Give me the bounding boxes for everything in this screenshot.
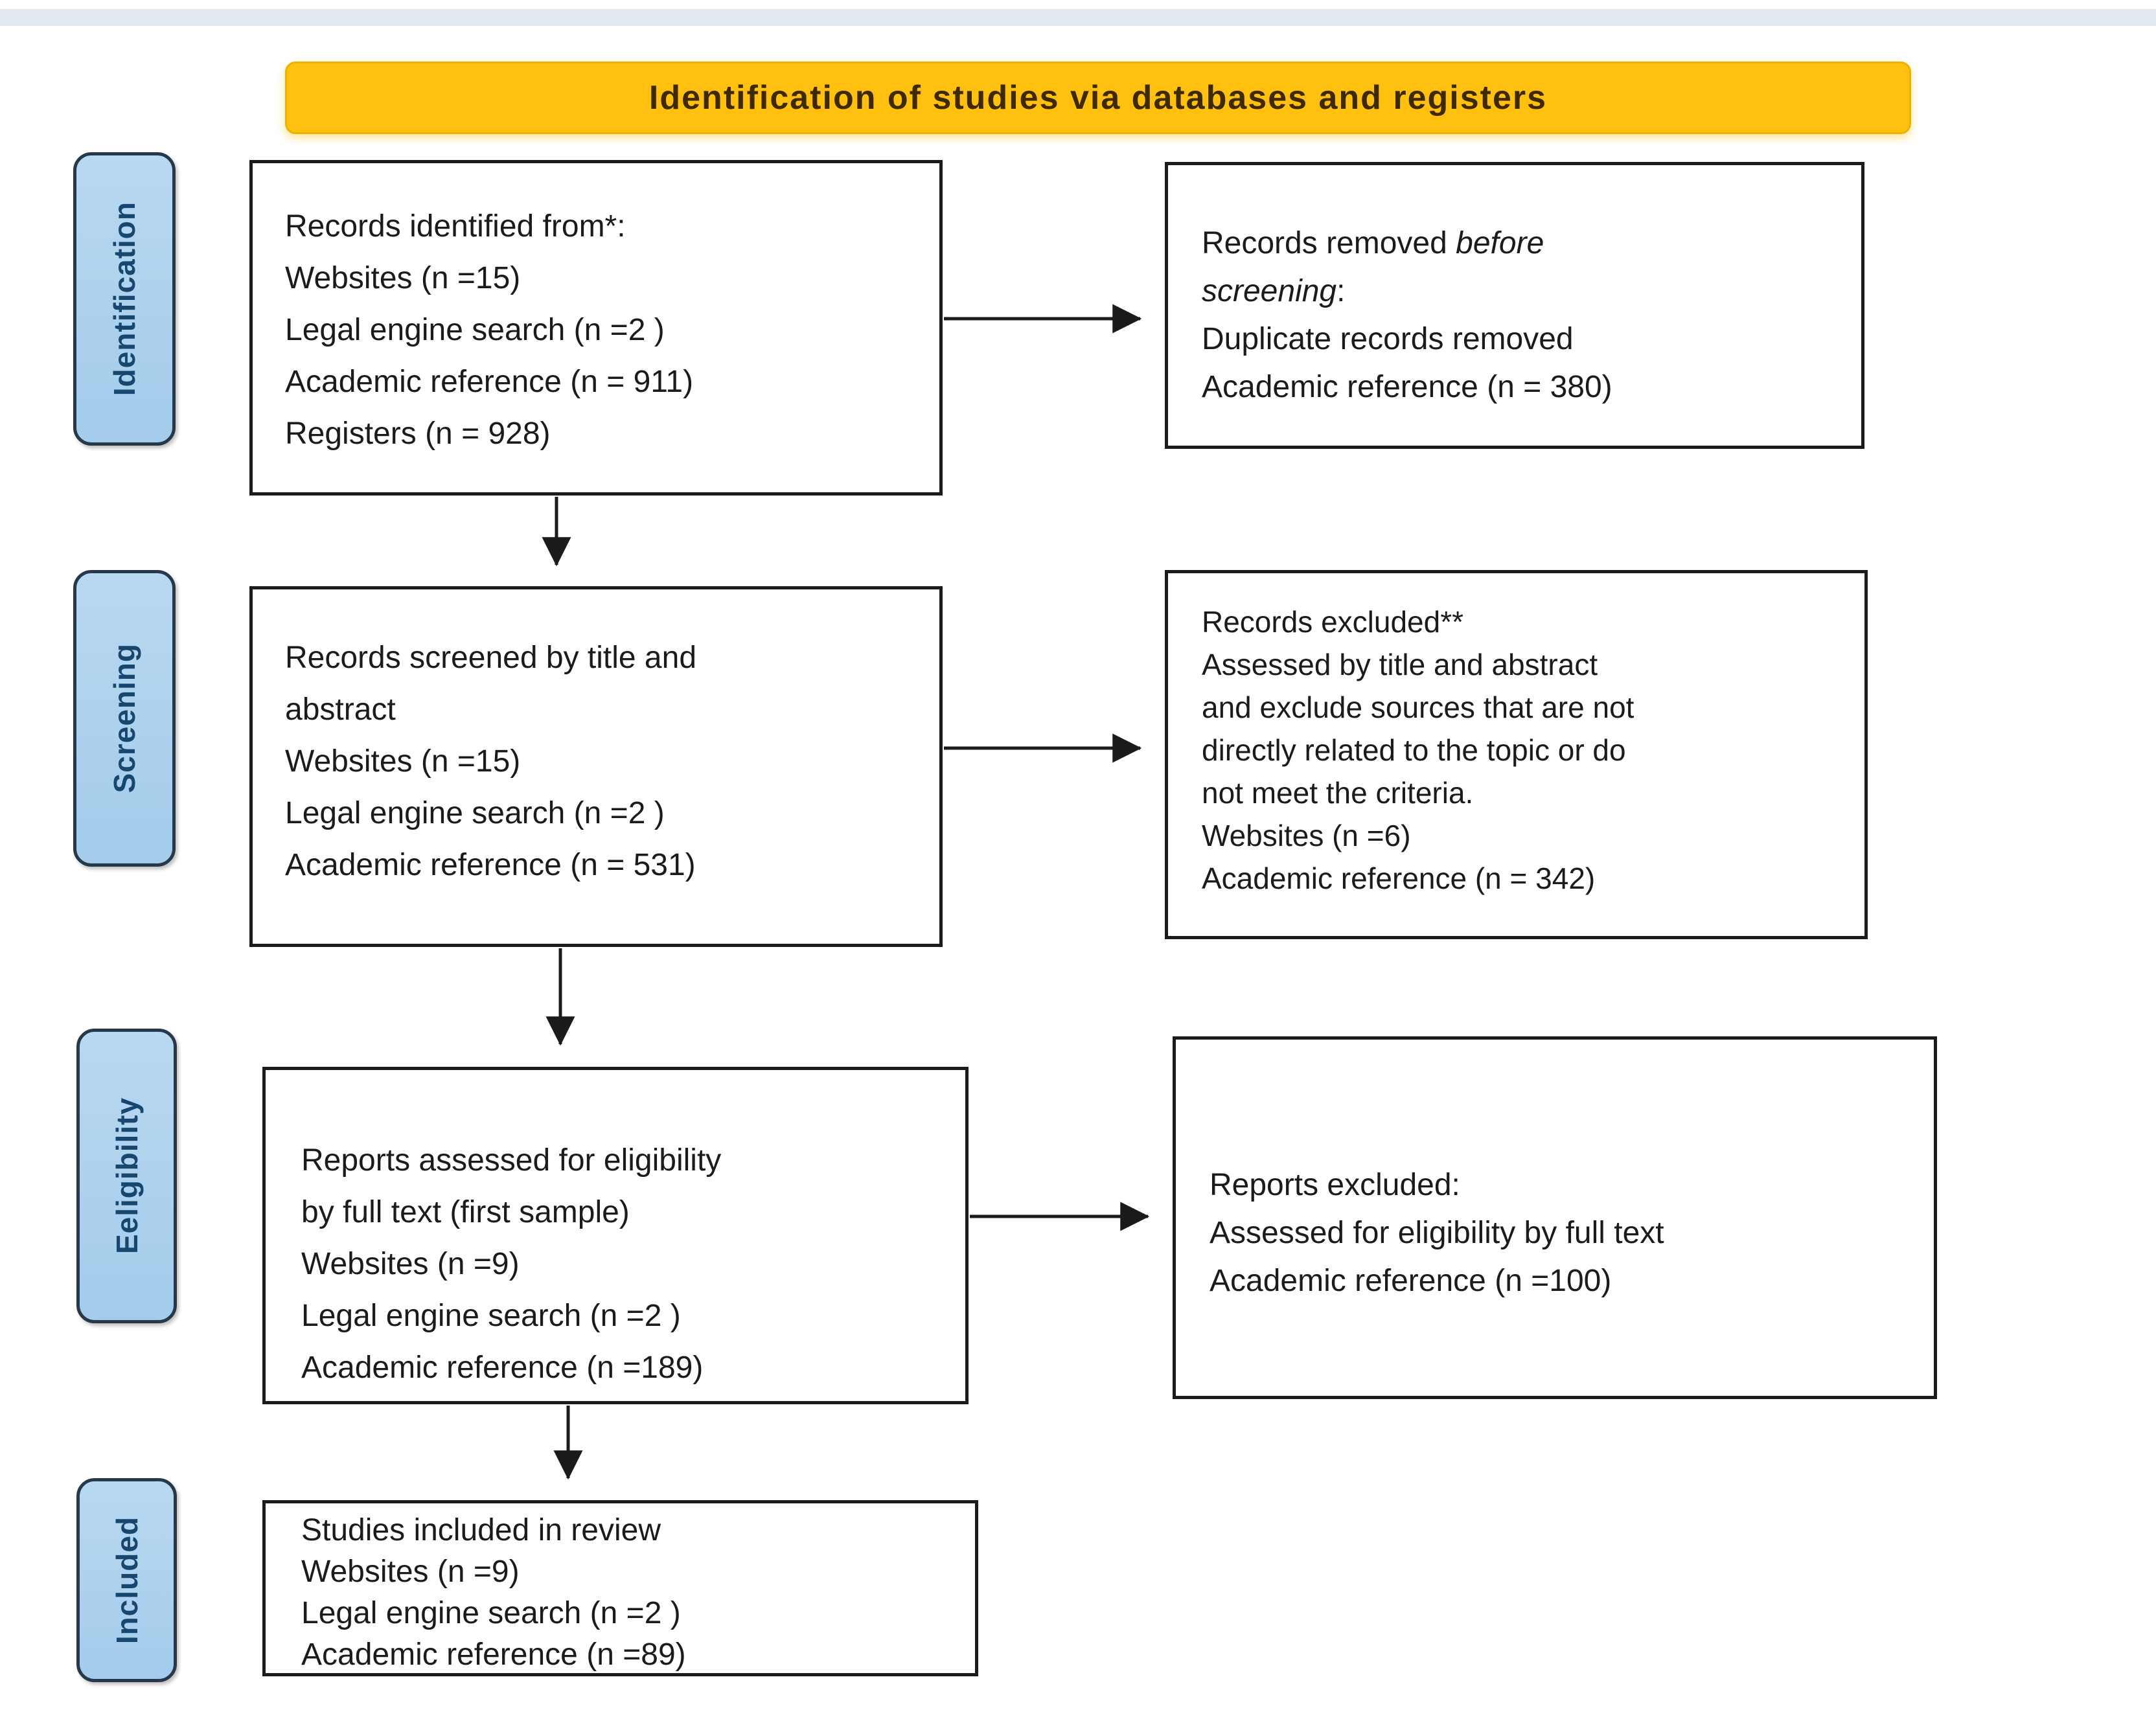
text-line: Reports excluded:	[1210, 1168, 1460, 1202]
text-line: Legal engine search (n =2 )	[301, 1596, 681, 1630]
text-line: Academic reference (n = 531)	[285, 848, 696, 882]
stage-label: Identification	[108, 201, 141, 396]
text-line: Records screened by title and	[285, 641, 697, 675]
text-run: :	[1336, 274, 1346, 308]
text-line: Websites (n =9)	[301, 1247, 520, 1281]
text-line: not meet the criteria.	[1202, 776, 1474, 810]
stage-chip-eligibility: Eeligibility	[76, 1029, 177, 1323]
box-records-removed-before-screening: Records removed before screening: Duplic…	[1165, 162, 1864, 449]
text-line: abstract	[285, 692, 396, 727]
text-line: and exclude sources that are not	[1202, 690, 1634, 724]
text-line: Academic reference (n = 342)	[1202, 861, 1596, 895]
text-line: Legal engine search (n =2 )	[285, 796, 665, 830]
text-line: Academic reference (n =89)	[301, 1637, 686, 1672]
text-run-italic: screening	[1202, 274, 1337, 308]
text-line: by full text (first sample)	[301, 1195, 630, 1229]
banner-title: Identification of studies via databases …	[285, 62, 1911, 134]
box-studies-included: Studies included in review Websites (n =…	[262, 1500, 978, 1676]
box-reports-assessed: Reports assessed for eligibility by full…	[262, 1067, 969, 1404]
stage-label: Eeligibility	[109, 1097, 144, 1255]
text-line: Records removed before	[1202, 220, 1861, 268]
text-line: Websites (n =15)	[285, 744, 521, 779]
text-run: Records removed	[1202, 226, 1456, 260]
text-line: Academic reference (n =100)	[1210, 1264, 1612, 1298]
text-line: Assessed for eligibility by full text	[1210, 1216, 1664, 1250]
text-line: Studies included in review	[301, 1513, 661, 1547]
text-line: directly related to the topic or do	[1202, 733, 1626, 767]
text-line: Assessed by title and abstract	[1202, 648, 1598, 681]
text-line: Legal engine search (n =2 )	[301, 1299, 681, 1333]
text-run-italic: before	[1456, 226, 1544, 260]
text-line: Duplicate records removed	[1202, 322, 1574, 356]
text-line: Records identified from*:	[285, 209, 626, 244]
text-line: Websites (n =9)	[301, 1555, 520, 1589]
box-records-identified: Records identified from*: Websites (n =1…	[249, 160, 943, 496]
text-line: Legal engine search (n =2 )	[285, 313, 665, 347]
stage-label: Included	[109, 1516, 144, 1645]
text-line: Registers (n = 928)	[285, 416, 551, 451]
text-line: Academic reference (n = 380)	[1202, 370, 1612, 404]
text-line: Academic reference (n = 911)	[285, 365, 694, 399]
text-line: screening:	[1202, 268, 1861, 315]
text-line: Websites (n =15)	[285, 261, 521, 295]
text-line: Websites (n =6)	[1202, 819, 1411, 852]
stage-label: Screening	[108, 643, 141, 793]
box-reports-excluded: Reports excluded: Assessed for eligibili…	[1173, 1036, 1937, 1399]
stage-chip-screening: Screening	[73, 570, 176, 867]
text-line: Academic reference (n =189)	[301, 1351, 704, 1385]
stage-chip-identification: Identification	[73, 152, 176, 446]
box-records-excluded: Records excluded** Assessed by title and…	[1165, 570, 1868, 939]
page-top-strip	[0, 9, 2156, 26]
text-line: Reports assessed for eligibility	[301, 1143, 722, 1178]
text-line: Records excluded**	[1202, 605, 1464, 639]
stage-chip-included: Included	[76, 1478, 177, 1682]
box-records-screened: Records screened by title and abstract W…	[249, 586, 943, 947]
